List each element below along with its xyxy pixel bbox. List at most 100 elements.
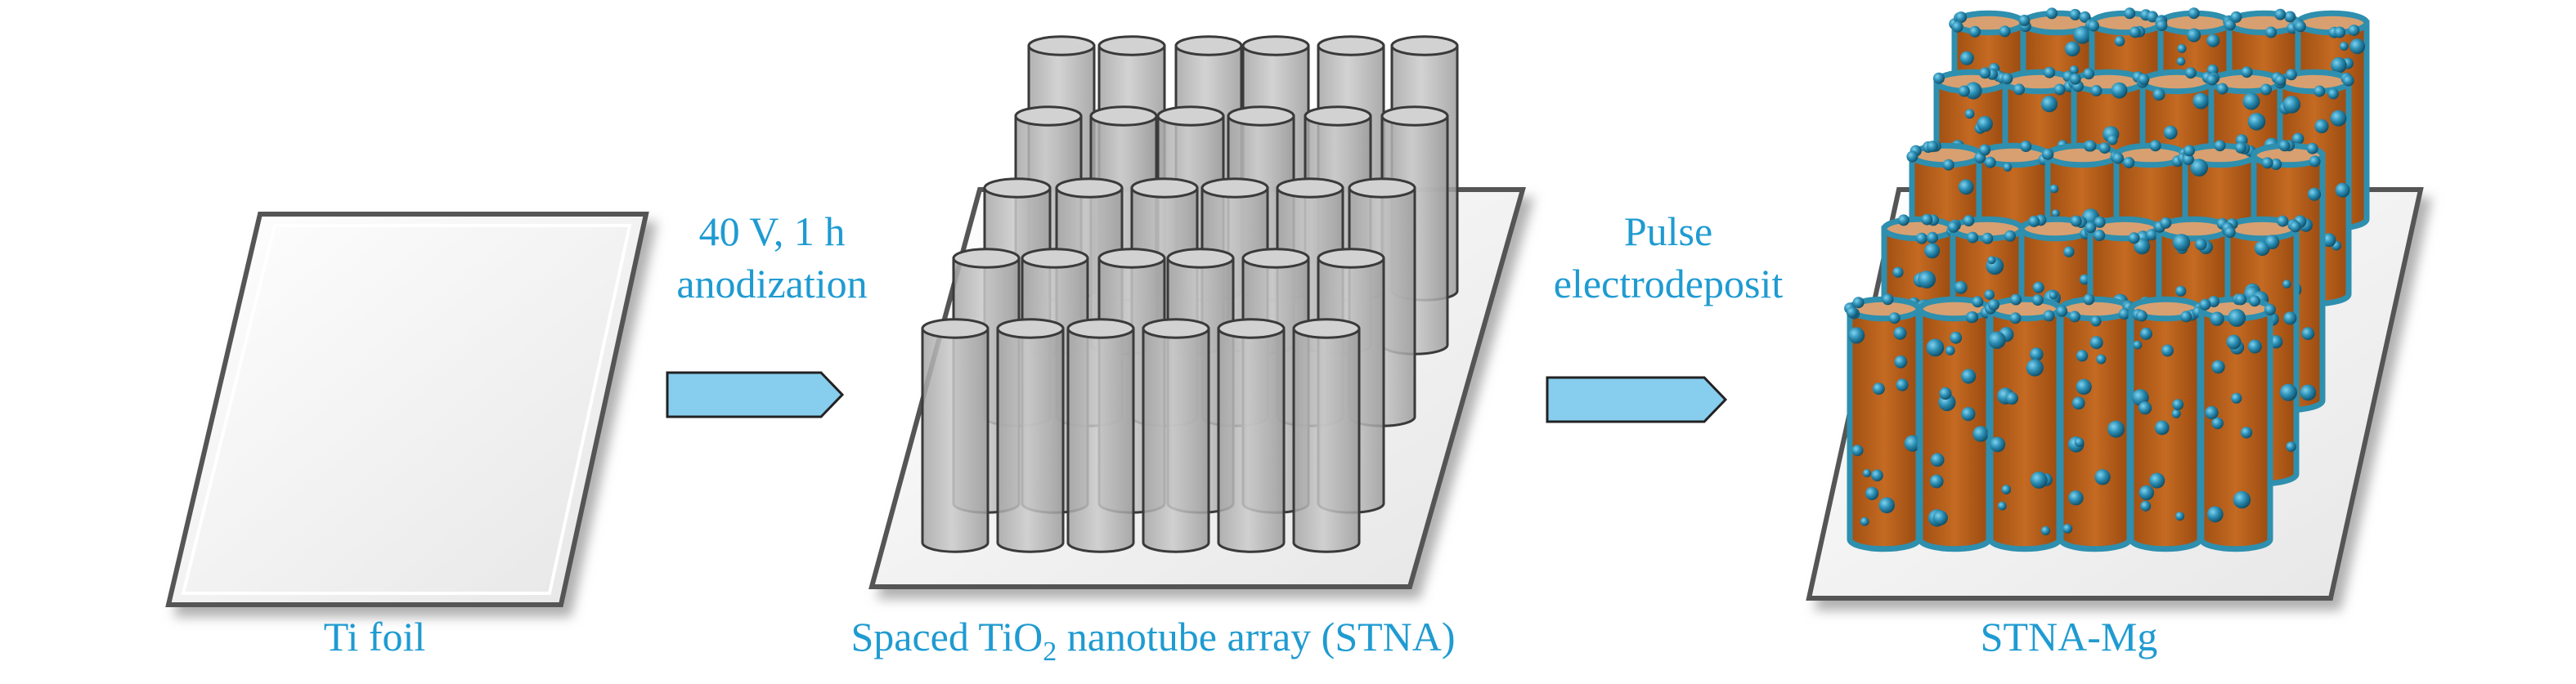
mg-particle	[2003, 163, 2013, 172]
mg-particle	[2064, 41, 2080, 57]
mg-particle	[2211, 360, 2225, 374]
mg-particle	[1897, 214, 1910, 226]
mg-particle	[2107, 134, 2118, 145]
mg-particle	[1927, 141, 1939, 153]
mg-particle	[1987, 256, 1996, 265]
mg-particle	[1959, 51, 1974, 65]
mg-particle	[1860, 516, 1869, 526]
mg-particle	[1979, 144, 1990, 156]
mg-particle	[1972, 426, 1989, 442]
mg-particle	[1951, 20, 1963, 33]
mg-particle	[1871, 469, 1883, 481]
mg-particle	[1904, 435, 1921, 452]
mg-particle	[2074, 437, 2085, 447]
mg-particle	[2265, 26, 2278, 38]
mg-particle	[2140, 500, 2152, 512]
mg-particle	[1930, 453, 1945, 467]
mg-particle	[2004, 230, 2016, 242]
mg-particle	[2096, 354, 2107, 364]
mg-particle	[1924, 243, 1941, 259]
mg-particle	[2147, 11, 2158, 23]
mg-particle	[2076, 378, 2092, 395]
mg-particle	[1981, 232, 1994, 244]
mg-particle	[2206, 34, 2220, 47]
mg-particle	[2134, 238, 2151, 255]
mg-particle	[1878, 497, 1895, 514]
mg-particle	[1852, 297, 1865, 309]
mg-particle	[1906, 150, 1919, 163]
nanotube	[1066, 318, 1135, 553]
mg-particle	[1966, 311, 1978, 324]
mg-particle	[2274, 74, 2287, 87]
mg-particle	[2083, 68, 2095, 80]
mg-particle	[2069, 311, 2080, 323]
mg-particle	[2098, 142, 2111, 154]
mg-particle	[1945, 346, 1955, 355]
mg-particle	[2090, 85, 2103, 96]
mg-particle	[1964, 109, 1975, 119]
mg-nanotube	[2056, 293, 2135, 552]
mg-particle	[1969, 25, 1981, 38]
mg-particle	[2152, 88, 2165, 101]
mg-particle	[2300, 384, 2317, 401]
mg-particle	[2183, 145, 2195, 157]
mg-nanotube	[2198, 293, 2276, 552]
mg-particle	[1848, 327, 1865, 344]
mg-particle	[2206, 506, 2224, 523]
mg-particle	[2184, 67, 2197, 79]
mg-particle	[2175, 285, 2187, 297]
mg-particle	[2009, 312, 2022, 324]
mg-particle	[2279, 383, 2297, 401]
mg-particle	[1988, 299, 1999, 311]
mg-particle	[2190, 159, 2208, 177]
mg-particle	[1927, 231, 1938, 244]
mg-particle	[2339, 42, 2349, 51]
mg-particle	[2085, 140, 2097, 152]
mg-particle	[1972, 296, 1984, 308]
mg-particle	[2071, 396, 2085, 410]
nanotube	[996, 318, 1065, 553]
mg-particle	[2135, 310, 2147, 322]
mg-particle	[2160, 217, 2172, 229]
mg-particle	[2053, 83, 2066, 96]
mg-particle	[2278, 140, 2291, 152]
mg-particle	[2289, 221, 2301, 233]
nanotube	[1142, 318, 1210, 553]
mg-particle	[2062, 524, 2073, 534]
mg-particle	[2335, 182, 2350, 198]
mg-particle	[2032, 281, 2044, 293]
mg-particle	[2040, 525, 2051, 536]
mg-particle	[2235, 141, 2247, 154]
mg-particle	[2156, 20, 2168, 31]
ti-foil-plate	[165, 212, 649, 607]
mg-particle	[2230, 11, 2242, 23]
mg-particle	[1955, 11, 1968, 24]
mg-particle	[2042, 148, 2054, 160]
mg-particle	[2079, 274, 2090, 285]
mg-particle	[1997, 501, 2007, 511]
mg-particle	[1984, 289, 1995, 300]
mg-particle	[2177, 43, 2187, 53]
mg-particle	[2094, 216, 2106, 228]
mg-particle	[2161, 344, 2174, 357]
mg-particle	[2094, 469, 2111, 485]
mg-particle	[2175, 512, 2185, 521]
mg-particle	[2172, 399, 2184, 410]
mg-particle	[2139, 327, 2152, 340]
mg-particle	[2030, 471, 2048, 489]
mg-particle	[1964, 82, 1982, 100]
mg-particle	[2090, 315, 2102, 327]
mg-particle	[1954, 280, 1968, 294]
mg-particle	[2088, 20, 2099, 32]
mg-particle	[2274, 8, 2287, 20]
mg-particle	[2138, 401, 2152, 415]
mg-particle	[1988, 331, 2006, 349]
mg-particle	[2031, 294, 2044, 306]
mg-particle	[1926, 338, 1945, 357]
mg-particle	[2192, 92, 2210, 110]
nanotube	[1292, 318, 1361, 553]
mg-nanotube	[1844, 293, 1922, 552]
mg-particle	[1882, 293, 1894, 306]
mg-particle	[1990, 436, 2006, 453]
step-1-label-line1: 40 V, 1 h	[699, 208, 846, 254]
